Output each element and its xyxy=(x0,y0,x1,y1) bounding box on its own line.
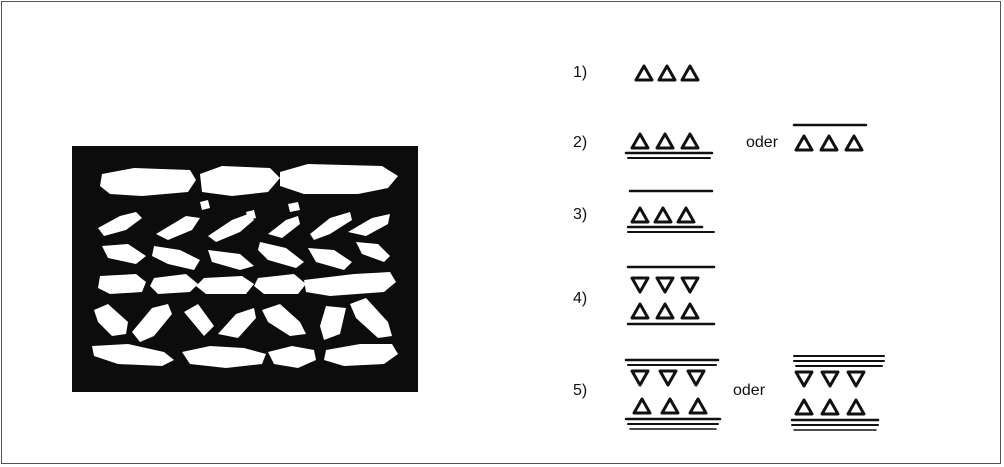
legend-connector-2: oder xyxy=(746,135,778,151)
legend-number-4: 4) xyxy=(573,291,587,307)
legend-number-1: 1) xyxy=(573,65,587,81)
legend-connector-5: oder xyxy=(733,383,765,399)
legend-number-3: 3) xyxy=(573,207,587,223)
symbol-5-stacked-double-icon xyxy=(620,355,730,433)
legend-number-5: 5) xyxy=(573,383,587,399)
symbol-3-bounded-icon xyxy=(622,186,722,238)
legend-number-2: 2) xyxy=(573,135,587,151)
symbol-2-underlined-icon xyxy=(620,128,720,162)
masonry-layers-illustration xyxy=(72,146,418,392)
symbol-2-overlined-icon xyxy=(788,120,878,158)
symbol-5-stacked-triple-icon xyxy=(786,352,890,434)
symbol-1-triangles-icon xyxy=(630,60,710,86)
symbol-4-stacked-icon xyxy=(622,262,722,332)
